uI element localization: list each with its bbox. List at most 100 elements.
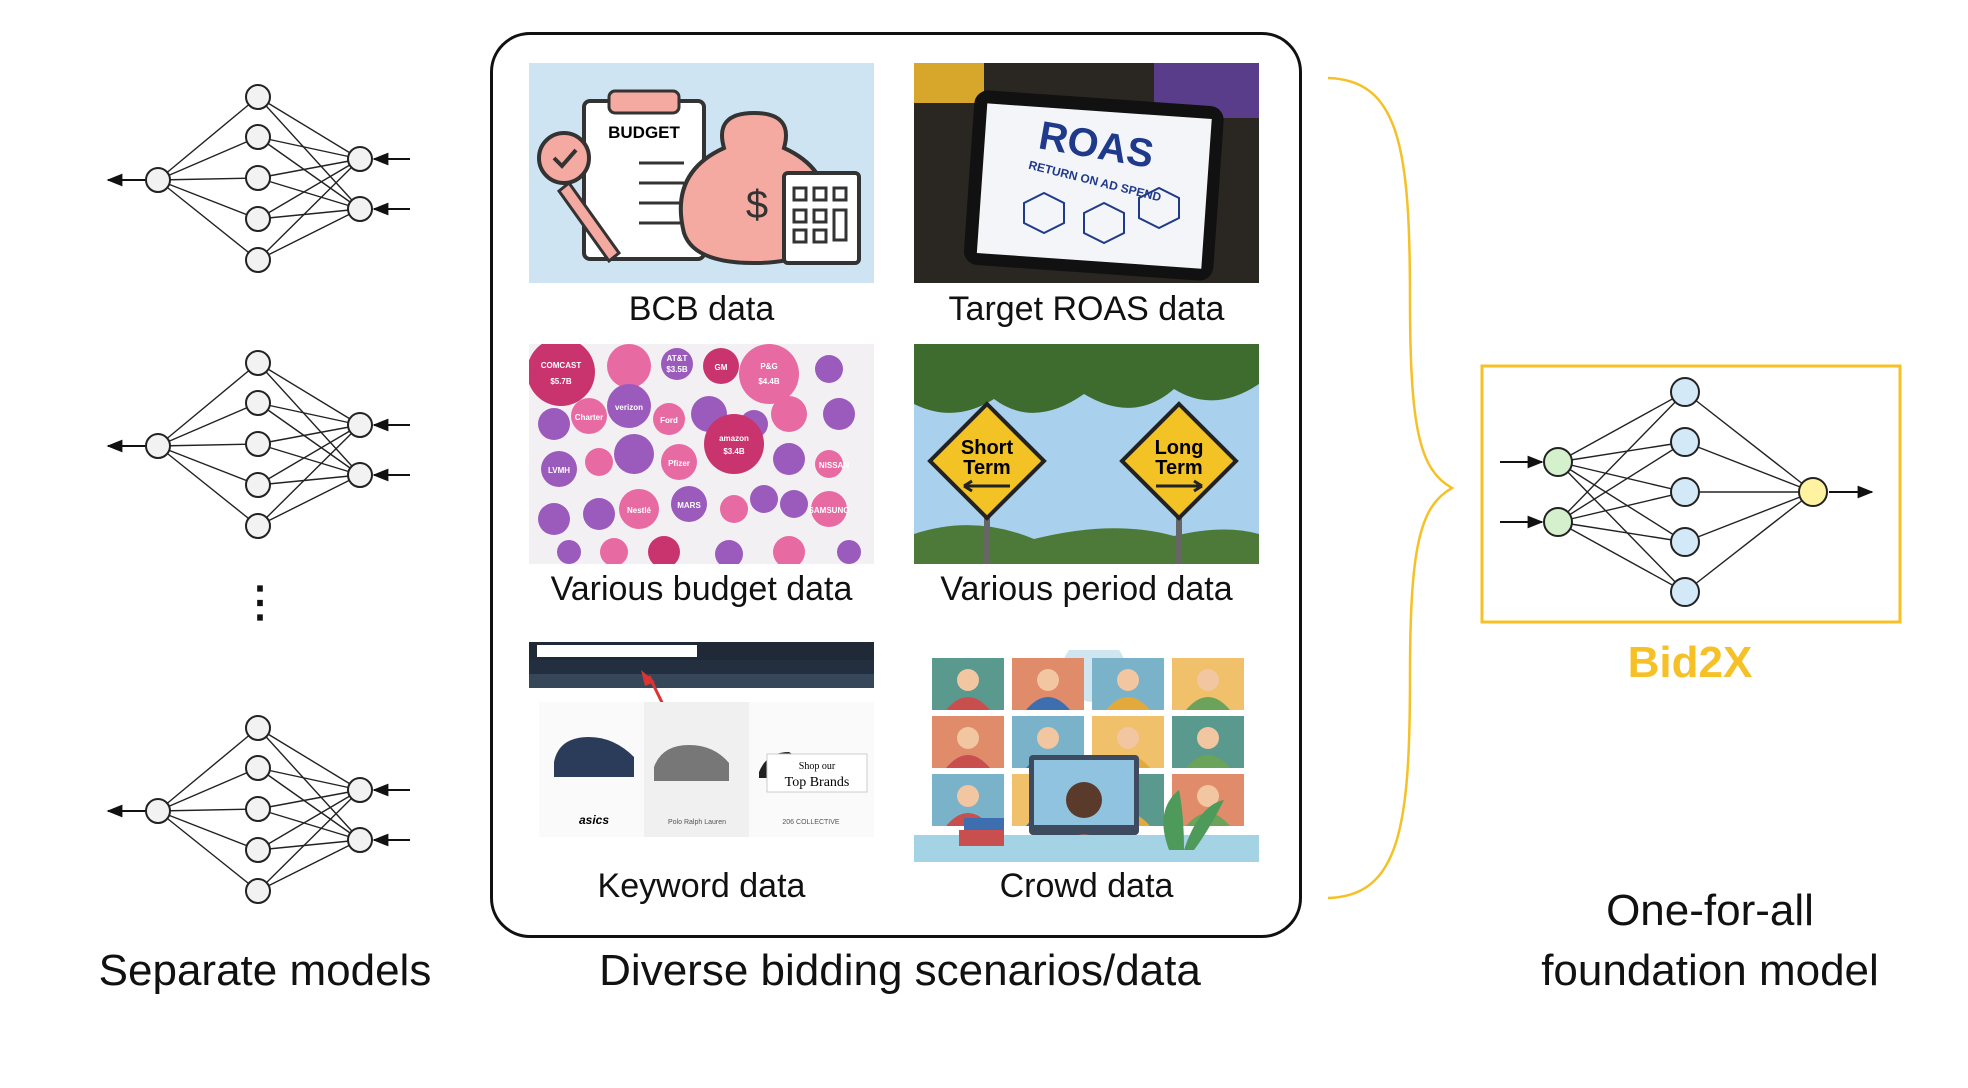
brand-bubble [585, 448, 613, 476]
crowd-thumbnail [914, 650, 1259, 862]
neuron-node [245, 165, 271, 191]
neuron-node [245, 796, 271, 822]
svg-text:Long: Long [1155, 437, 1204, 459]
keyword-thumbnail: Shop our Top Brands asics Polo Ralph Lau… [529, 642, 874, 862]
brand-bubble [780, 490, 808, 518]
neuron-node [347, 196, 373, 222]
brand-bubble [771, 396, 807, 432]
neuron-node [347, 412, 373, 438]
brand-bubble [583, 498, 615, 530]
neuron-node [245, 755, 271, 781]
brand-bubble [619, 489, 659, 529]
brand-bubble-label: Pfizer [668, 459, 690, 468]
bcb-thumbnail: BUDGET $ [529, 63, 874, 283]
separate-models-caption: Separate models [98, 946, 432, 995]
brand-bubble-label: P&G [760, 362, 777, 371]
separate-model-3 [106, 715, 410, 904]
neuron-node [245, 715, 271, 741]
brand-bubble-label: $3.4B [723, 447, 745, 456]
brand-bubble-label: LVMH [548, 466, 570, 475]
input-node [1543, 447, 1573, 477]
period-thumbnail: Short Term Long Term [914, 344, 1259, 564]
brand-bubble-label: NISSAN [819, 461, 849, 470]
svg-text:$: $ [746, 183, 768, 227]
separate-models-group [106, 84, 410, 904]
brand-bubble [541, 451, 577, 487]
brand-bubble-label: amazon [719, 434, 749, 443]
svg-text:Term: Term [963, 457, 1010, 479]
brand-bubble [557, 540, 581, 564]
tile-caption-crowd: Crowd data [999, 867, 1174, 905]
brand-bubble [739, 344, 799, 404]
brand-bubble-label: AT&T [667, 354, 688, 363]
separate-model-1 [106, 84, 410, 273]
brand-bubble [720, 495, 748, 523]
brand-polo: Polo Ralph Lauren [668, 819, 726, 826]
brand-bubble-label: $5.7B [550, 377, 572, 386]
foundation-caption-line2: foundation model [1541, 946, 1879, 995]
neuron-node [245, 837, 271, 863]
plant-icon [1163, 790, 1224, 850]
roas-thumbnail: ROAS RETURN ON AD SPEND [914, 63, 1259, 283]
neuron-node [347, 146, 373, 172]
svg-text:Top Brands: Top Brands [785, 775, 850, 790]
brand-bubble [815, 355, 843, 383]
neuron-node [245, 124, 271, 150]
brand-bubble [715, 540, 743, 564]
svg-text:Term: Term [1155, 457, 1202, 479]
bid2x-box [1480, 364, 1902, 624]
brand-bubble-label: Ford [660, 416, 678, 425]
hidden-node [1670, 527, 1700, 557]
output-node [1798, 477, 1828, 507]
brand-bubble-label: SAMSUNG [809, 506, 850, 515]
brand-bubble [773, 536, 805, 564]
brand-bubble-label: Nestlé [627, 506, 652, 515]
neuron-node [245, 431, 271, 457]
brand-bubble-label: Charter [575, 413, 603, 422]
brand-bubble [538, 503, 570, 535]
brand-asics: asics [579, 813, 609, 827]
brand-bubble [538, 408, 570, 440]
neuron-node [145, 798, 171, 824]
brand-bubble [607, 344, 651, 388]
neuron-node [245, 206, 271, 232]
brand-bubble [571, 398, 607, 434]
svg-text:Shop our: Shop our [799, 761, 836, 772]
neuron-node [347, 777, 373, 803]
neuron-node [245, 84, 271, 110]
brand-bubble [773, 443, 805, 475]
hidden-node [1670, 477, 1700, 507]
svg-text:Short: Short [961, 437, 1014, 459]
neuron-node [145, 167, 171, 193]
brand-bubble [750, 485, 778, 513]
hidden-node [1670, 427, 1700, 457]
tile-caption-budget: Various budget data [550, 570, 853, 608]
neuron-node [245, 350, 271, 376]
brand-206: 206 COLLECTIVE [782, 819, 840, 826]
scenarios-panel [490, 32, 1302, 938]
brand-bubble [704, 414, 764, 474]
brand-bubble [661, 348, 693, 380]
bid2x-network [1500, 377, 1874, 607]
foundation-caption-line1: One-for-all [1606, 886, 1814, 935]
brand-bubble [823, 398, 855, 430]
brand-bubble [600, 538, 628, 564]
brand-bubble [529, 344, 595, 406]
neuron-node [347, 462, 373, 488]
brand-bubble-label: GM [715, 363, 728, 372]
brand-bubble-label: MARS [677, 501, 701, 510]
tile-caption-roas: Target ROAS data [948, 290, 1225, 328]
brand-bubble-label: $3.5B [666, 365, 688, 374]
brand-bubble [703, 348, 739, 384]
neuron-node [347, 827, 373, 853]
tile-caption-bcb: BCB data [628, 290, 775, 328]
neuron-node [245, 513, 271, 539]
scenarios-caption: Diverse bidding scenarios/data [599, 946, 1201, 995]
hidden-node [1670, 577, 1700, 607]
neuron-node [245, 247, 271, 273]
tile-caption-keyword: Keyword data [597, 867, 806, 905]
bid2x-label: Bid2X [1627, 638, 1753, 687]
brand-bubble [811, 491, 847, 527]
